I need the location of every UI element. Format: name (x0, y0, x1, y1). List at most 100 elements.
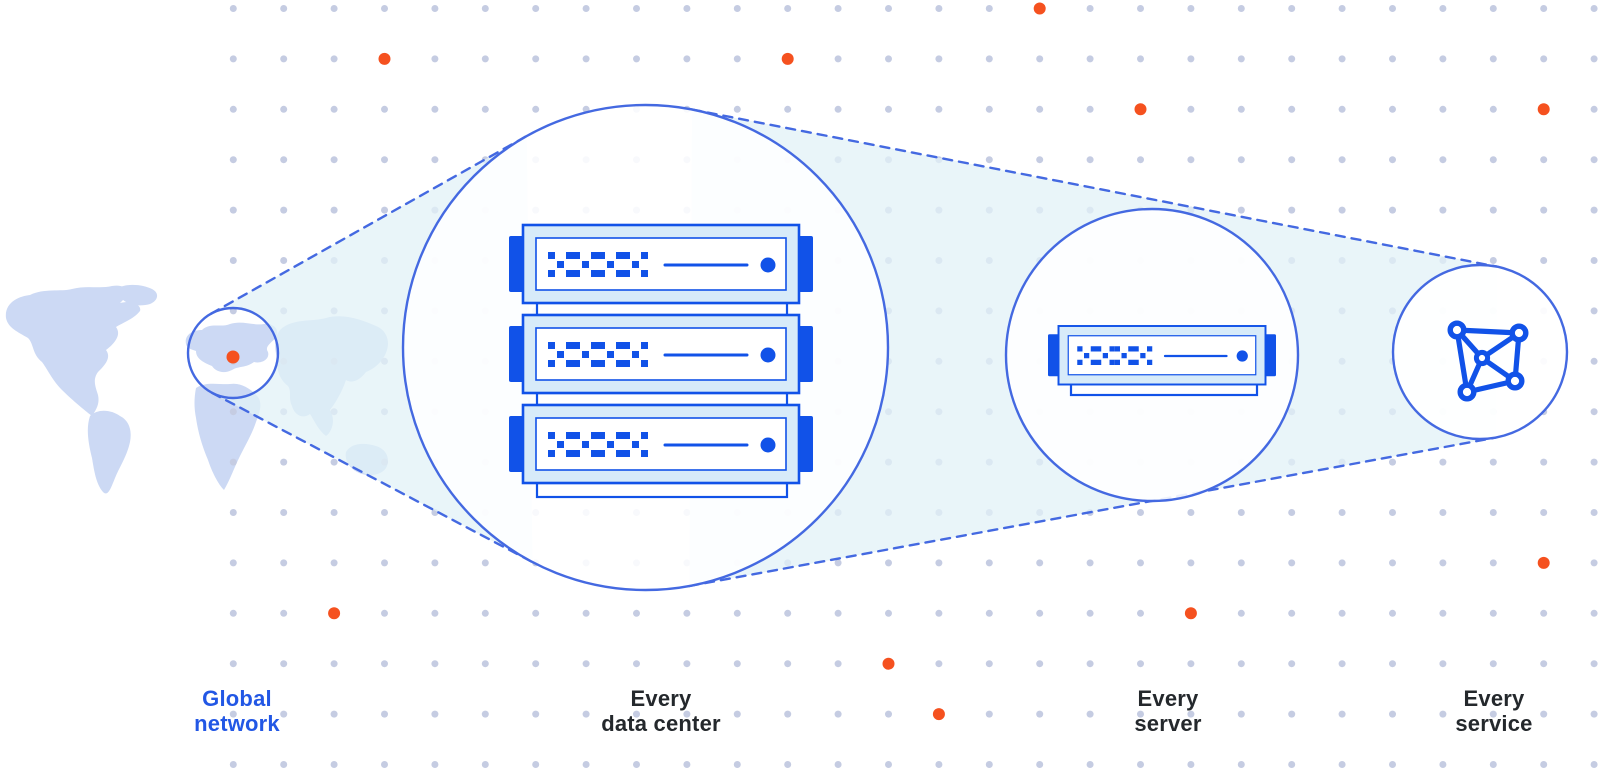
grid-dot (431, 660, 439, 668)
grid-dot (381, 206, 388, 214)
grid-dot (834, 609, 842, 617)
grid-dot (1187, 660, 1195, 668)
grid-dot (582, 5, 590, 12)
grid-dot (1137, 55, 1144, 63)
grid-dot (1288, 509, 1296, 516)
grid-dot (1389, 761, 1396, 768)
label-global-network: Global network (194, 686, 280, 736)
grid-dot (1540, 660, 1548, 668)
grid-dot (733, 660, 741, 668)
grid-dot (280, 105, 288, 113)
grid-dot (784, 761, 792, 768)
grid-dot (532, 609, 540, 617)
grid-dot (1338, 609, 1346, 617)
grid-dot (935, 761, 943, 768)
grid-dot (229, 408, 237, 416)
grid-dot (1237, 206, 1245, 214)
accent-dot (882, 657, 895, 670)
grid-dot (985, 5, 993, 12)
grid-dot (985, 105, 993, 113)
grid-dot (1590, 660, 1598, 668)
grid-dot (582, 55, 590, 63)
grid-dot (481, 5, 489, 12)
grid-dot (1590, 206, 1598, 214)
grid-dot (1036, 609, 1044, 617)
grid-dot (481, 559, 489, 567)
grid-dot (330, 5, 338, 12)
grid-dot (633, 55, 640, 63)
grid-dot (280, 55, 288, 63)
network-node-icon (1447, 320, 1467, 340)
grid-dot (1489, 509, 1497, 516)
grid-dot (683, 55, 691, 63)
grid-dot (280, 559, 288, 567)
grid-dot (280, 761, 288, 768)
single-server-icon (1046, 324, 1278, 397)
grid-dot (1590, 307, 1598, 315)
dashed-line-bottom-right (688, 436, 1498, 588)
grid-dot (633, 761, 640, 768)
grid-dot (784, 710, 792, 718)
grid-dot (229, 105, 237, 113)
grid-dot (381, 761, 388, 768)
grid-dot (1489, 761, 1497, 768)
accent-dot (1134, 103, 1147, 116)
grid-dot (885, 761, 892, 768)
grid-dot (1187, 761, 1195, 768)
grid-dot (229, 761, 237, 768)
grid-dot (885, 55, 892, 63)
grid-dot (1540, 5, 1548, 12)
grid-dot (381, 509, 388, 516)
grid-dot (1036, 55, 1044, 63)
grid-dot (229, 609, 237, 617)
grid-dot (330, 761, 338, 768)
grid-dot (1086, 55, 1094, 63)
grid-dot (1590, 105, 1598, 113)
grid-dot (532, 55, 540, 63)
grid-dot (1137, 509, 1144, 516)
grid-dot (1187, 105, 1195, 113)
grid-dot (481, 55, 489, 63)
grid-dot (1439, 609, 1447, 617)
grid-dot (431, 710, 439, 718)
grid-dot (1086, 156, 1094, 164)
grid-dot (1439, 5, 1447, 12)
grid-dot (784, 609, 792, 617)
grid-dot (229, 55, 237, 63)
grid-dot (1540, 761, 1548, 768)
grid-dot (1338, 156, 1346, 164)
grid-dot (935, 660, 943, 668)
network-graph-icon (1447, 320, 1529, 402)
grid-dot (683, 609, 691, 617)
grid-dot (885, 105, 892, 113)
grid-dot (784, 5, 792, 12)
grid-dot (431, 156, 439, 164)
grid-dot (935, 559, 943, 567)
grid-dot (1590, 156, 1598, 164)
grid-dot (1036, 156, 1044, 164)
grid-dot (1489, 105, 1497, 113)
label-every-data-center: Every data center (601, 686, 721, 736)
grid-dot (1439, 710, 1447, 718)
grid-dot (1338, 5, 1346, 12)
grid-dot (733, 5, 741, 12)
grid-dot (229, 559, 237, 567)
grid-dot (1338, 559, 1346, 567)
grid-dot (330, 559, 338, 567)
grid-dot (1590, 609, 1598, 617)
grid-dot (1338, 761, 1346, 768)
grid-dot (1137, 660, 1144, 668)
grid-dot (1489, 257, 1497, 264)
grid-dot (1036, 105, 1044, 113)
grid-dot (733, 609, 741, 617)
grid-dot (1338, 509, 1346, 516)
grid-dot (431, 5, 439, 12)
grid-dot (1086, 609, 1094, 617)
grid-dot (1389, 206, 1396, 214)
grid-dot (1137, 5, 1144, 12)
map-highlight (186, 306, 280, 400)
grid-dot (885, 5, 892, 12)
grid-dot (1590, 710, 1598, 718)
grid-dot (935, 5, 943, 12)
